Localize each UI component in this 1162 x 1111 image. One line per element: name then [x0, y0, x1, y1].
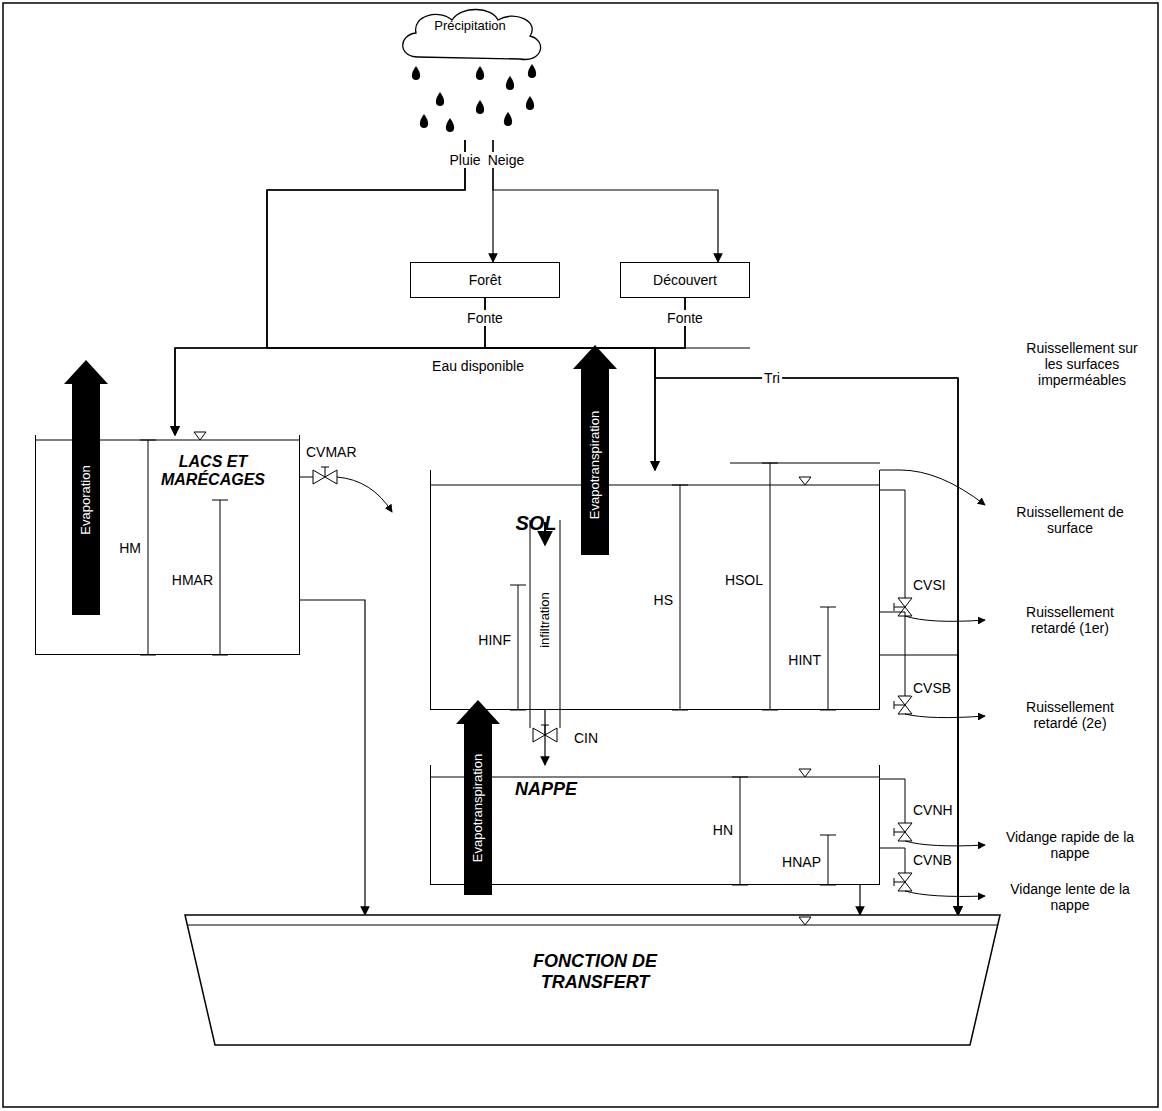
dimension-line: [828, 835, 829, 885]
dimension-line: [680, 485, 681, 710]
transfer-basin: FONCTION DE TRANSFERT: [185, 915, 1000, 1045]
valve-symbol: [894, 598, 912, 616]
outlet-pipe: [880, 779, 905, 823]
dimension-tick: [820, 835, 836, 836]
annotation-label: infiltration: [538, 590, 553, 650]
level-symbol: [194, 432, 206, 440]
dimension-tick: [732, 777, 748, 778]
annotation-label: Ruissellement sur les surfaces imperméab…: [1021, 340, 1143, 388]
flow-connector: [485, 298, 655, 470]
edge-label: Neige: [486, 152, 527, 168]
dimension-tick: [140, 440, 156, 441]
flux-arrow: [64, 360, 108, 615]
annotation-label: HNAP: [780, 854, 823, 870]
tube-wall: [530, 520, 531, 728]
dimension-line: [770, 463, 771, 710]
edge-label: Fonte: [465, 310, 505, 326]
dimension-line: [518, 585, 519, 710]
valve-symbol: [894, 696, 912, 714]
node-text: Forêt: [469, 272, 502, 288]
annotation-label: CVNH: [911, 802, 955, 818]
dimension-tick: [820, 607, 836, 608]
outflow-arrow: [337, 477, 392, 512]
valve-symbol: [894, 823, 912, 841]
flow-connector: [300, 600, 365, 915]
annotation-label: HINT: [786, 652, 823, 668]
flow-connector: [859, 885, 860, 915]
node-text: SOL: [496, 512, 576, 535]
edge-label: Tri: [762, 370, 782, 386]
outflow-arrow: [905, 891, 985, 896]
dimension-tick: [510, 585, 526, 586]
flux-label: Evaporation: [79, 462, 94, 537]
annotation-label: Ruissellement retardé (2e): [1003, 699, 1137, 731]
flow-connector: [175, 298, 685, 435]
outlet-pipe: [880, 490, 905, 598]
annotation-label: HMAR: [170, 572, 215, 588]
tube-wall: [560, 520, 561, 728]
node-text: Précipitation: [390, 19, 550, 34]
annotation-label: CIN: [572, 730, 600, 746]
dimension-tick: [730, 463, 880, 464]
annotation-label: CVSI: [911, 577, 948, 593]
flow-connector: [655, 298, 958, 915]
edge-label: Fonte: [665, 310, 705, 326]
outlet-pipe: [880, 470, 900, 471]
flux-label: Evapotranspiration: [588, 408, 603, 522]
outflow-arrow: [900, 470, 985, 505]
reservoir-tank: LACS ET MARÉCAGES: [35, 435, 300, 655]
annotation-label: CVSB: [911, 680, 953, 696]
level-symbol: [799, 477, 811, 485]
water-level: [430, 777, 880, 778]
outflow-arrow: [905, 714, 985, 718]
annotation-label: HM: [117, 540, 143, 556]
cloud-shape: Précipitation: [390, 5, 550, 140]
annotation-label: Vidange lente de la nappe: [1003, 881, 1137, 913]
flow-connector: [880, 655, 958, 915]
annotation-label: HSOL: [723, 572, 765, 588]
flow-connector: [544, 710, 545, 765]
dimension-line: [740, 777, 741, 885]
edge-label: Pluie: [447, 152, 482, 168]
annotation-label: CVNB: [911, 852, 954, 868]
annotation-label: CVMAR: [304, 444, 359, 460]
flow-connector: [267, 140, 958, 915]
dimension-tick: [672, 485, 688, 486]
flux-arrow: [573, 345, 617, 555]
annotation-label: HINF: [476, 632, 513, 648]
outlet-pipe: [880, 848, 905, 873]
node-text: LACS ET MARÉCAGES: [148, 453, 278, 490]
node-text: NAPPE: [501, 779, 591, 800]
annotation-label: Eau disponible: [430, 358, 526, 374]
outlet-pipe: [880, 612, 905, 696]
dimension-line: [220, 500, 221, 655]
annotation-label: Ruissellement de surface: [1003, 504, 1137, 536]
outflow-arrow: [905, 841, 985, 846]
water-level: [430, 485, 880, 486]
frame: [3, 3, 1158, 1107]
dimension-tick: [212, 500, 228, 501]
annotation-label: Vidange rapide de la nappe: [1003, 829, 1137, 861]
reservoir-tank: SOL: [430, 470, 880, 710]
flux-arrow: [456, 700, 500, 895]
annotation-label: HN: [711, 822, 735, 838]
flow-connector: [493, 140, 718, 262]
outlet-pipe: [300, 477, 313, 478]
process-box: Découvert: [620, 262, 750, 298]
annotation-label: HS: [652, 592, 675, 608]
flow-connector: [485, 298, 958, 915]
dimension-line: [148, 440, 149, 655]
node-text: FONCTION DE TRANSFERT: [485, 951, 705, 992]
node-text: Découvert: [653, 272, 717, 288]
level-symbol: [799, 769, 811, 777]
valve-symbol: [313, 467, 337, 484]
valve-symbol: [894, 873, 912, 891]
dimension-line: [828, 607, 829, 710]
flux-label: Evapotranspiration: [471, 751, 486, 865]
annotation-label: Ruissellement retardé (1er): [1003, 604, 1137, 636]
outflow-arrow: [905, 616, 985, 621]
process-box: Forêt: [410, 262, 560, 298]
